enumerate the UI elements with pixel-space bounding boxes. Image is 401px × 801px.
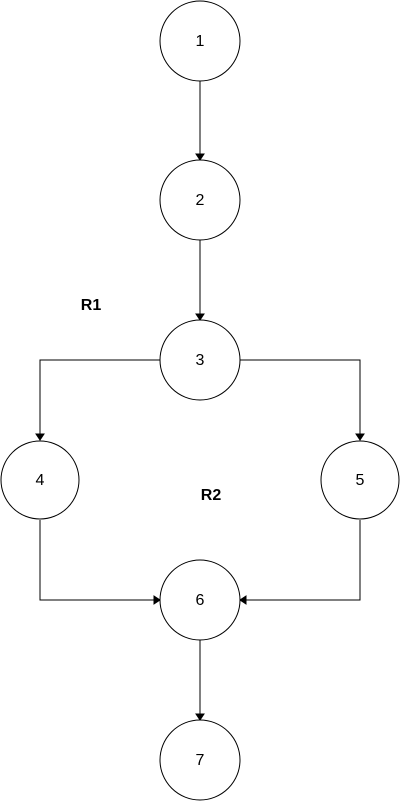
edge-5-6-arrowhead <box>239 595 247 605</box>
node-4-circle <box>0 440 80 520</box>
node-7: 7 <box>159 719 241 801</box>
node-6: 6 <box>159 559 241 641</box>
region-label-r1: R1 <box>81 297 102 314</box>
node-4-label: 4 <box>36 472 45 489</box>
edge-4-6 <box>39 520 154 601</box>
node-1: 1 <box>159 0 241 82</box>
node-5: 5 <box>320 440 400 520</box>
edge-3-4-arrowhead <box>35 433 45 441</box>
node-3-label: 3 <box>196 352 205 369</box>
node-7-label: 7 <box>196 752 205 769</box>
node-5-circle <box>320 440 400 520</box>
edge-5-6 <box>246 520 361 601</box>
node-2: 2 <box>159 159 241 241</box>
node-6-label: 6 <box>196 592 205 609</box>
node-4: 4 <box>0 440 80 520</box>
edge-3-4 <box>39 359 160 434</box>
node-7-circle <box>159 719 241 801</box>
node-1-label: 1 <box>196 33 205 50</box>
node-1-circle <box>159 0 241 82</box>
node-2-circle <box>159 159 241 241</box>
node-3: 3 <box>159 319 241 401</box>
edge-4-6-arrowhead <box>153 595 161 605</box>
edge-1-2-arrowhead <box>195 153 205 161</box>
edge-6-7-arrowhead <box>195 713 205 721</box>
node-5-label: 5 <box>356 472 365 489</box>
node-3-circle <box>159 319 241 401</box>
edges <box>35 81 365 721</box>
edge-3-5 <box>240 359 361 434</box>
regions: R1 R2 <box>81 297 222 504</box>
node-6-circle <box>159 559 241 641</box>
region-label-r2: R2 <box>201 487 222 504</box>
node-2-label: 2 <box>196 192 205 209</box>
edge-3-5-arrowhead <box>355 433 365 441</box>
edge-2-3-arrowhead <box>195 313 205 321</box>
